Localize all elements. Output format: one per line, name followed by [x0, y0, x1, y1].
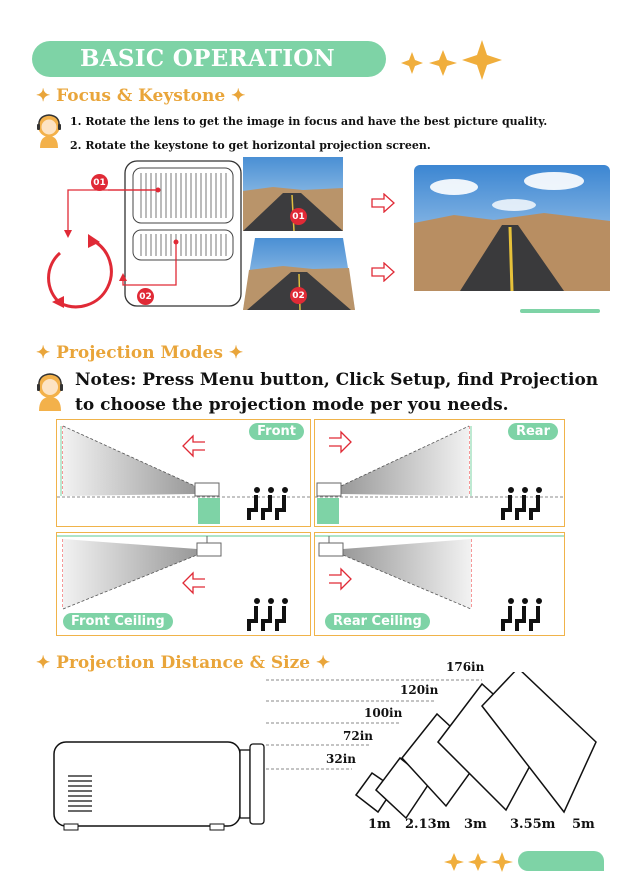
- rear-mode-diagram: [315, 425, 564, 524]
- size-32in: 32in: [326, 752, 356, 766]
- star-icon: ✦: [36, 343, 51, 363]
- mode-front-ceiling-panel[interactable]: Front Ceiling: [56, 532, 311, 636]
- size-176in: 176in: [446, 660, 485, 674]
- star-icon: ✦: [36, 653, 51, 673]
- support-avatar-icon: [37, 373, 63, 411]
- page-title: BASIC OPERATION: [80, 45, 335, 72]
- distance-3-55m: 3.55m: [510, 817, 556, 832]
- footer-stars-icon: [444, 852, 513, 872]
- front-mode-diagram: [57, 425, 310, 524]
- section-projection-distance: ✦ Projection Distance & Size ✦: [36, 653, 330, 673]
- distance-5m: 5m: [572, 817, 595, 832]
- audience-icon: [501, 598, 542, 631]
- badge-02-image: 02: [290, 287, 307, 304]
- badge-02: 02: [137, 288, 154, 305]
- audience-icon: [501, 487, 542, 520]
- audience-icon: [247, 598, 288, 631]
- rear-ceiling-mode-diagram: [315, 535, 564, 631]
- modes-note-line-1: Notes: Press Menu button, Click Setup, f…: [75, 370, 599, 390]
- footer-green-tab: [518, 851, 604, 871]
- star-icon: ✦: [36, 86, 51, 106]
- size-120in: 120in: [400, 683, 439, 697]
- front-ceiling-mode-diagram: [57, 535, 310, 631]
- star-icon: ✦: [231, 86, 246, 106]
- badge-01: 01: [91, 174, 108, 191]
- arrow-right-icon: [371, 193, 395, 213]
- mode-rear-ceiling-panel[interactable]: Rear Ceiling: [314, 532, 565, 636]
- focus-step-1: 1. Rotate the lens to get the image in f…: [70, 115, 548, 128]
- modes-note-line-2: to choose the projection mode per you ne…: [75, 395, 509, 415]
- arrow-right-icon: [371, 262, 395, 282]
- star-icon: ✦: [315, 653, 331, 673]
- lens-keystone-diagram: [47, 160, 242, 309]
- label-rear: Rear: [507, 423, 558, 440]
- distance-1m: 1m: [368, 817, 391, 832]
- distance-3m: 3m: [464, 817, 487, 832]
- section-title: Focus & Keystone: [56, 86, 226, 106]
- section-focus-keystone: ✦ Focus & Keystone ✦: [36, 86, 245, 106]
- support-avatar-icon: [37, 114, 61, 148]
- keystone-result-image: [414, 165, 610, 291]
- section-title: Projection Distance & Size: [56, 653, 311, 673]
- section-title: Projection Modes: [56, 343, 223, 363]
- label-front: Front: [249, 423, 304, 440]
- label-rear-ceiling: Rear Ceiling: [325, 613, 430, 630]
- label-front-ceiling: Front Ceiling: [63, 613, 173, 630]
- star-icon: ✦: [228, 343, 244, 363]
- badge-01-image: 01: [290, 208, 307, 225]
- mode-front-panel[interactable]: Front: [56, 419, 311, 527]
- section-projection-modes: ✦ Projection Modes ✦: [36, 343, 243, 363]
- size-100in: 100in: [364, 706, 403, 720]
- mode-rear-panel[interactable]: Rear: [314, 419, 565, 527]
- focus-step-2: 2. Rotate the keystone to get horizontal…: [70, 139, 431, 152]
- distance-2-13m: 2.13m: [405, 817, 451, 832]
- audience-icon: [247, 487, 288, 520]
- green-bar: [520, 309, 600, 313]
- distance-size-diagram: [53, 672, 597, 831]
- title-banner: [32, 41, 386, 77]
- sparkle-stars-icon: [401, 40, 502, 80]
- size-72in: 72in: [343, 729, 373, 743]
